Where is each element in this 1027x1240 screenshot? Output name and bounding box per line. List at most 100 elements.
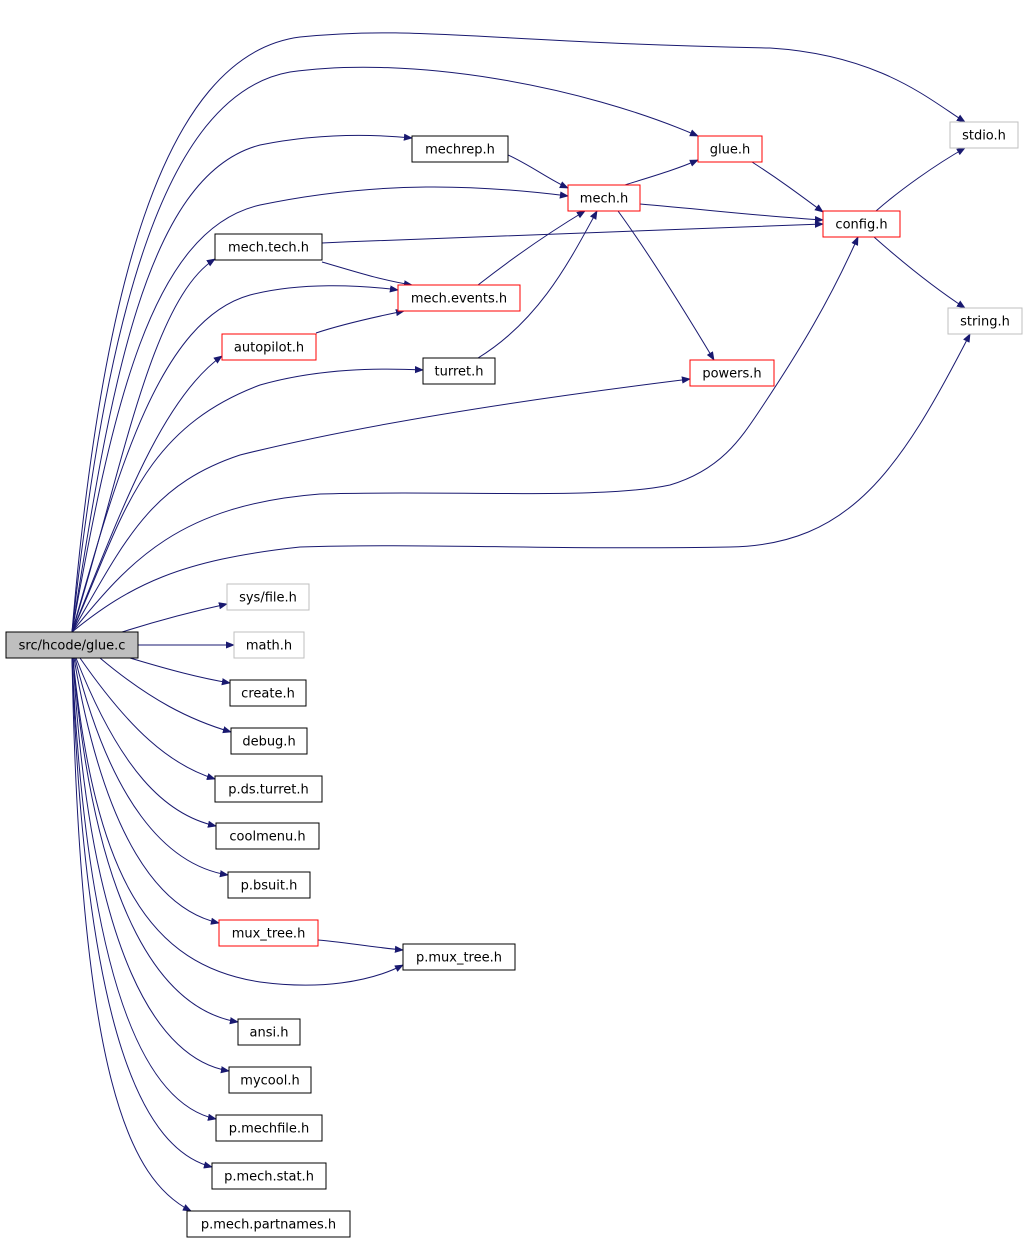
edge-glue_c-to-turret [71,366,424,633]
node-pmechpartnames[interactable]: p.mech.partnames.h [186,1210,351,1238]
node-mechevents[interactable]: mech.events.h [397,284,521,312]
node-ansi[interactable]: ansi.h [237,1018,301,1046]
node-mechrep[interactable]: mechrep.h [411,135,509,163]
node-debug[interactable]: debug.h [230,727,308,755]
node-label-stdio: stdio.h [962,129,1006,144]
edge-glue_c-to-mechrep [71,133,413,633]
node-label-pmuxtree: p.mux_tree.h [416,951,502,966]
edge-mechtech-to-config [321,220,824,244]
edge-mech-to-config [639,203,824,224]
node-label-pdsturret: p.ds.turret.h [228,783,309,798]
edge-turret-to-mech [477,210,598,359]
edge-glue_c-to-mycool [72,657,230,1074]
edge-glue_c-to-mechtech [71,258,216,633]
edge-mechrep-to-mech [507,154,569,189]
node-math[interactable]: math.h [233,631,305,659]
edge-glue_h-to-config [751,161,824,213]
node-mechtech[interactable]: mech.tech.h [214,233,323,261]
node-box-pmechpartnames [186,1210,351,1238]
edge-glue_c-to-ansi [72,657,239,1025]
node-box-mech [567,184,641,212]
edge-glue_c-to-pmechstat [71,657,213,1169]
edge-mech-to-powers [617,210,715,361]
node-box-ansi [237,1018,301,1046]
edge-autopilot-to-mechevents [315,309,405,334]
node-box-mycool [228,1066,312,1094]
node-box-turret [422,357,496,385]
node-box-pmechstat [211,1162,327,1190]
edge-mech-to-glue_h [624,159,699,186]
node-label-string: string.h [960,315,1010,330]
node-box-mechtech [214,233,323,261]
edge-glue_c-to-pmechpartnames [71,657,192,1212]
node-label-glue_c: src/hcode/glue.c [19,639,126,654]
node-label-debug: debug.h [242,735,295,750]
edge-glue_c-to-mechevents [71,285,399,633]
edge-glue_c-to-pbsuit [74,657,229,878]
node-box-pmuxtree [402,943,516,971]
edge-muxtree-to-pmuxtree [317,939,404,953]
node-config[interactable]: config.h [822,210,901,238]
node-label-pbsuit: p.bsuit.h [241,879,298,894]
node-box-autopilot [221,333,317,361]
node-label-create: create.h [241,687,295,702]
node-label-coolmenu: coolmenu.h [229,830,305,845]
node-label-glue_h: glue.h [710,143,750,158]
node-label-sysfile: sys/file.h [239,591,297,606]
node-box-math [233,631,305,659]
node-autopilot[interactable]: autopilot.h [221,333,317,361]
node-muxtree[interactable]: mux_tree.h [218,919,319,947]
node-box-stdio [949,121,1019,149]
edge-glue_c-to-sysfile [121,602,228,633]
node-create[interactable]: create.h [229,679,307,707]
node-label-turret: turret.h [435,365,484,380]
node-box-coolmenu [215,822,320,850]
node-box-create [229,679,307,707]
node-box-debug [230,727,308,755]
node-turret[interactable]: turret.h [422,357,496,385]
node-powers[interactable]: powers.h [689,359,775,387]
node-pdsturret[interactable]: p.ds.turret.h [214,775,323,803]
node-label-mech: mech.h [580,192,628,207]
edge-glue_c-to-create [129,657,231,686]
node-box-pbsuit [227,871,311,899]
node-label-pmechpartnames: p.mech.partnames.h [201,1218,336,1233]
node-glue_h[interactable]: glue.h [697,135,763,163]
node-pmechfile[interactable]: p.mechfile.h [215,1114,323,1142]
edge-glue_c-to-stdio [71,32,966,633]
node-pmuxtree[interactable]: p.mux_tree.h [402,943,516,971]
node-label-mechevents: mech.events.h [411,292,507,307]
edge-glue_c-to-debug [99,657,232,734]
node-label-ansi: ansi.h [250,1026,289,1041]
edge-mechevents-to-mech [477,210,586,286]
node-string[interactable]: string.h [947,307,1023,335]
node-mycool[interactable]: mycool.h [228,1066,312,1094]
edge-glue_c-to-coolmenu [75,657,217,828]
edge-glue_c-to-string [71,333,971,633]
node-box-sysfile [226,583,310,611]
node-label-powers: powers.h [702,367,761,382]
node-label-math: math.h [246,639,292,654]
edge-glue_c-to-pmechfile [71,657,217,1121]
node-box-glue_h [697,135,763,163]
edge-mechtech-to-mechevents [321,261,413,288]
edge-glue_c-to-mech [71,186,569,633]
node-pbsuit[interactable]: p.bsuit.h [227,871,311,899]
edge-glue_c-to-config [71,236,859,633]
node-glue_c[interactable]: src/hcode/glue.c [5,631,139,659]
node-mech[interactable]: mech.h [567,184,641,212]
node-label-pmechstat: p.mech.stat.h [224,1170,314,1185]
node-sysfile[interactable]: sys/file.h [226,583,310,611]
node-coolmenu[interactable]: coolmenu.h [215,822,320,850]
node-pmechstat[interactable]: p.mech.stat.h [211,1162,327,1190]
edge-glue_c-to-powers [71,376,691,633]
node-label-config: config.h [835,218,887,233]
node-label-autopilot: autopilot.h [234,341,304,356]
edges-layer [71,32,971,1212]
nodes-layer: src/hcode/glue.c stdio.h string.h sys/file.… [5,121,1023,1238]
edge-glue_c-to-glue_h [71,66,699,633]
node-stdio[interactable]: stdio.h [949,121,1019,149]
node-box-muxtree [218,919,319,947]
node-box-mechrep [411,135,509,163]
